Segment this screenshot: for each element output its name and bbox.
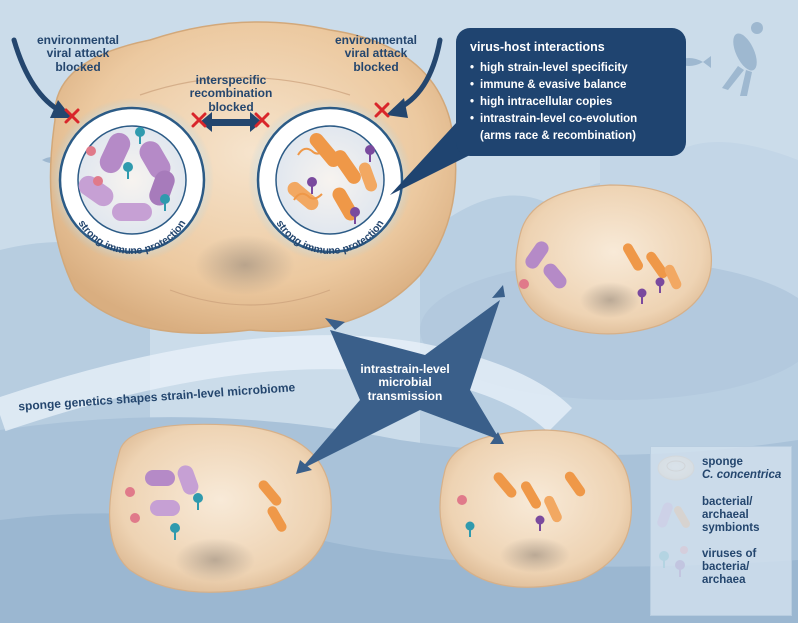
- list-item: •immune & evasive balance: [470, 79, 627, 91]
- label-line: viral attack: [46, 46, 110, 61]
- transmission-label: intrastrain-level microbial transmission: [345, 362, 465, 403]
- label-line: blocked: [55, 59, 101, 74]
- label-line: interspecific: [195, 73, 267, 87]
- list-item-continuation: (arms race & recombination): [480, 130, 636, 142]
- label-line: archaeal: [702, 509, 749, 522]
- label-line: symbionts: [702, 522, 760, 535]
- interspecific-label: interspecific recombination blocked: [178, 73, 284, 114]
- label-line: blocked: [208, 99, 254, 114]
- legend-symbiont-label: bacterial/ archaeal symbionts: [702, 496, 760, 536]
- callout-title: virus-host interactions: [470, 40, 605, 54]
- label-line: transmission: [367, 388, 443, 403]
- sponge-small-bottom-right: [439, 429, 632, 588]
- sponge-small-left: [108, 423, 332, 593]
- label-line: archaea: [702, 574, 746, 587]
- list-item: •high strain-level specificity: [470, 62, 628, 74]
- legend-virus-label: viruses of bacteria/ archaea: [702, 548, 756, 588]
- callout-list: •high strain-level specificity •immune &…: [470, 62, 637, 147]
- sponge-small-right: [515, 184, 712, 335]
- list-item: •intrastrain-level co-evolution: [470, 113, 638, 125]
- label-line: viral attack: [344, 46, 408, 61]
- label-line: bacteria/: [702, 561, 750, 574]
- diver-icon: [722, 22, 763, 96]
- legend-sponge-label: sponge C. concentrica: [702, 456, 781, 482]
- blocked-x-icon: [64, 102, 390, 128]
- species-name: C. concentrica: [702, 469, 782, 482]
- immune-cell-left: [50, 98, 214, 262]
- immune-cell-right: [248, 98, 412, 262]
- label-line: viruses of: [702, 548, 757, 560]
- recombination-arrow: [200, 112, 262, 132]
- label-line: sponge: [702, 456, 743, 468]
- transmission-star: [296, 285, 505, 474]
- env-attack-label-left: environmental viral attack blocked: [18, 33, 138, 74]
- env-attack-label-right: environmental viral attack blocked: [316, 33, 436, 74]
- label-line: environmental: [334, 33, 418, 47]
- label-line: intrastrain-level: [360, 362, 450, 376]
- label-line: microbial: [378, 375, 432, 390]
- label-line: environmental: [36, 33, 120, 47]
- virus-host-callout: virus-host interactions •high strain-lev…: [456, 28, 686, 156]
- label-line: bacterial/: [702, 496, 753, 508]
- list-item: •high intracellular copies: [470, 96, 613, 108]
- legend: [650, 446, 792, 616]
- label-line: blocked: [353, 59, 399, 74]
- label-line: recombination: [189, 86, 273, 101]
